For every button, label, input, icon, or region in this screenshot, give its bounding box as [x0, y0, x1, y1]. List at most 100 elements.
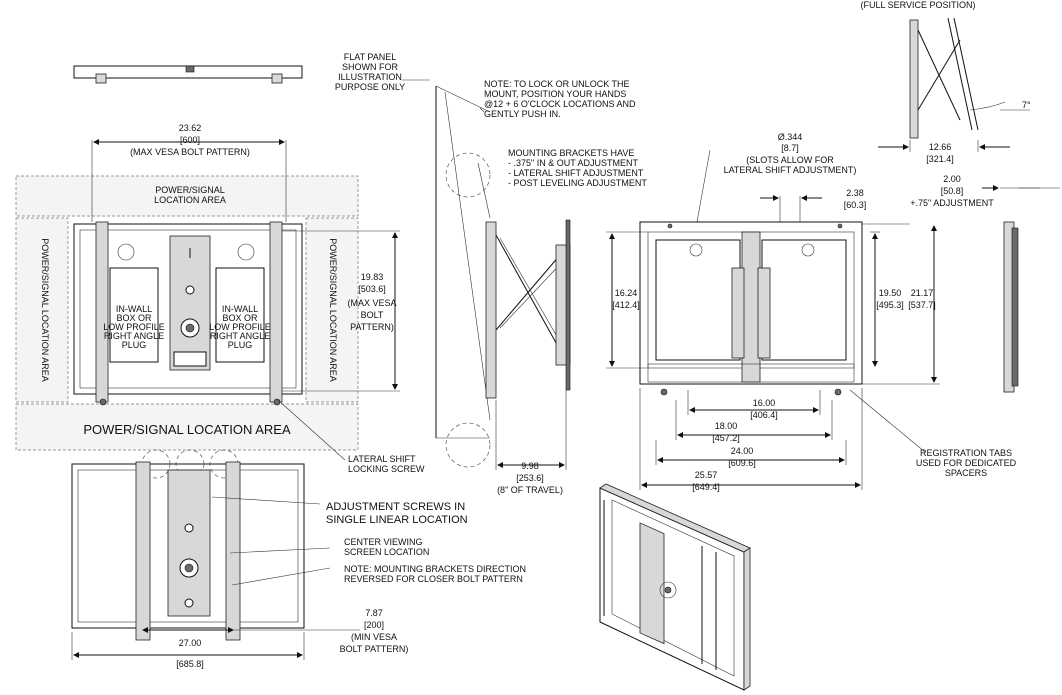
svg-text:IN-WALL: IN-WALL	[222, 304, 258, 314]
dim-24-00-text: 24.00 [609.6]	[728, 446, 756, 468]
front-view-right	[639, 221, 863, 396]
power-right-label: POWER/SIGNAL LOCATION AREA	[328, 238, 338, 382]
svg-text:24.00: 24.00	[731, 446, 754, 456]
svg-text:REGISTRATION TABS: REGISTRATION TABS	[920, 448, 1012, 458]
svg-text:- LATERAL SHIFT ADJUSTMENT: - LATERAL SHIFT ADJUSTMENT	[508, 168, 644, 178]
svg-text:PATTERN): PATTERN)	[350, 322, 394, 332]
svg-text:PLUG: PLUG	[122, 340, 147, 350]
lateral-shift-label: LATERAL SHIFT LOCKING SCREW	[348, 454, 425, 474]
svg-text:[50.8]: [50.8]	[941, 186, 964, 196]
power-zone-right	[305, 217, 359, 403]
svg-text:18.00: 18.00	[715, 421, 738, 431]
svg-text:REVERSED FOR CLOSER BOLT PATTE: REVERSED FOR CLOSER BOLT PATTERN	[344, 574, 523, 584]
power-zone-left	[15, 217, 69, 403]
svg-text:- .375" IN & OUT ADJUSTMENT: - .375" IN & OUT ADJUSTMENT	[508, 158, 639, 168]
power-zone-top	[15, 175, 359, 217]
in-wall-left: IN-WALL BOX OR LOW PROFILE RIGHT ANGLE P…	[103, 304, 165, 350]
dim-7-87-text: 7.87 [200] (MIN VESA BOLT PATTERN)	[340, 608, 409, 654]
svg-text:- POST LEVELING ADJUSTMENT: - POST LEVELING ADJUSTMENT	[508, 178, 647, 188]
svg-text:(SLOTS ALLOW FOR: (SLOTS ALLOW FOR	[746, 155, 834, 165]
dim-25-57-text: 25.57 [649.4]	[692, 470, 720, 492]
dim-16-00-text: 16.00 [406.4]	[750, 398, 778, 420]
dim-9-98	[495, 390, 567, 470]
dim-344-text: Ø.344 [8.7] (SLOTS ALLOW FOR LATERAL SHI…	[724, 132, 857, 175]
isometric-view	[599, 483, 751, 691]
svg-text:SHOWN FOR: SHOWN FOR	[342, 62, 398, 72]
svg-text:16.24: 16.24	[615, 288, 638, 298]
svg-text:ADJUSTMENT SCREWS IN: ADJUSTMENT SCREWS IN	[326, 501, 465, 513]
front-view	[15, 175, 359, 451]
svg-text:MOUNTING BRACKETS HAVE: MOUNTING BRACKETS HAVE	[508, 148, 634, 158]
svg-text:21.17: 21.17	[911, 288, 934, 298]
dim-27-00	[71, 632, 305, 660]
svg-text:[253.6]: [253.6]	[516, 473, 544, 483]
svg-text:BOX OR: BOX OR	[222, 313, 258, 323]
dim-2-00-text: 2.00 [50.8] +.75" ADJUSTMENT	[910, 174, 994, 208]
svg-text:(MIN VESA: (MIN VESA	[351, 632, 397, 642]
full-service-label: (FULL SERVICE POSITION)	[860, 0, 975, 10]
svg-text:+.75" ADJUSTMENT: +.75" ADJUSTMENT	[910, 198, 994, 208]
svg-text:@12 + 6 O'CLOCK LOCATIONS AND: @12 + 6 O'CLOCK LOCATIONS AND	[484, 99, 636, 109]
svg-text:(MAX VESA: (MAX VESA	[347, 298, 396, 308]
dim-12-66-text: 12.66 [321.4]	[926, 142, 954, 164]
svg-text:16.00: 16.00	[753, 398, 776, 408]
svg-text:19.50: 19.50	[879, 288, 902, 298]
svg-text:LATERAL SHIFT: LATERAL SHIFT	[348, 454, 416, 464]
service-position-view	[878, 17, 1030, 152]
adjustment-screws-label: ADJUSTMENT SCREWS IN SINGLE LINEAR LOCAT…	[326, 501, 468, 526]
reversed-note: NOTE: MOUNTING BRACKETS DIRECTION REVERS…	[344, 564, 526, 584]
svg-text:LOCATION AREA: LOCATION AREA	[154, 195, 226, 205]
svg-text:[321.4]: [321.4]	[926, 154, 954, 164]
svg-text:FLAT PANEL: FLAT PANEL	[344, 52, 397, 62]
svg-text:RIGHT ANGLE: RIGHT ANGLE	[210, 331, 270, 341]
svg-text:[60.3]: [60.3]	[844, 200, 867, 210]
dim-27-00-text: 27.00 [685.8]	[176, 638, 204, 669]
dim-19-50-text: 19.50 [495.3]	[876, 288, 904, 310]
flat-panel-note: FLAT PANEL SHOWN FOR ILLUSTRATION PURPOS…	[335, 52, 405, 92]
power-bottom-label: POWER/SIGNAL LOCATION AREA	[83, 422, 291, 437]
svg-text:LOW PROFILE: LOW PROFILE	[209, 322, 271, 332]
svg-text:Ø.344: Ø.344	[778, 132, 803, 142]
svg-text:[600]: [600]	[180, 135, 200, 145]
power-top-label: POWER/SIGNAL LOCATION AREA	[154, 185, 226, 205]
power-left-label: POWER/SIGNAL LOCATION AREA	[40, 238, 50, 382]
dim-21-17-text: 21.17 [537.7]	[908, 288, 936, 310]
dim-2-38-text: 2.38 [60.3]	[844, 188, 867, 210]
svg-text:7.87: 7.87	[365, 608, 383, 618]
power-zone-bottom	[15, 403, 359, 451]
svg-text:(MAX VESA BOLT PATTERN): (MAX VESA BOLT PATTERN)	[130, 147, 250, 157]
right-dims	[606, 149, 940, 490]
svg-text:[685.8]: [685.8]	[176, 659, 204, 669]
svg-text:USED FOR DEDICATED: USED FOR DEDICATED	[916, 458, 1017, 468]
svg-text:[537.7]: [537.7]	[908, 300, 936, 310]
lock-note: NOTE: TO LOCK OR UNLOCK THE MOUNT, POSIT…	[484, 79, 636, 119]
svg-text:9.98: 9.98	[521, 461, 539, 471]
center-viewing-label: CENTER VIEWING SCREEN LOCATION	[344, 537, 429, 557]
svg-text:SINGLE LINEAR LOCATION: SINGLE LINEAR LOCATION	[326, 514, 468, 526]
svg-text:[412.4]: [412.4]	[612, 300, 640, 310]
svg-text:POWER/SIGNAL: POWER/SIGNAL	[155, 185, 225, 195]
svg-text:GENTLY PUSH IN.: GENTLY PUSH IN.	[484, 109, 561, 119]
svg-text:PURPOSE ONLY: PURPOSE ONLY	[335, 82, 405, 92]
dim-19-83-text: 19.83 [503.6] (MAX VESA BOLT PATTERN)	[347, 272, 396, 332]
svg-text:(8" OF TRAVEL): (8" OF TRAVEL)	[497, 485, 563, 495]
dim-19-83	[282, 230, 400, 392]
svg-text:NOTE: TO LOCK OR UNLOCK THE: NOTE: TO LOCK OR UNLOCK THE	[484, 79, 630, 89]
svg-text:NOTE: MOUNTING BRACKETS DIRECT: NOTE: MOUNTING BRACKETS DIRECTION	[344, 564, 526, 574]
dim-9-98-text: 9.98 [253.6] (8" OF TRAVEL)	[497, 461, 563, 495]
svg-text:[495.3]: [495.3]	[876, 300, 904, 310]
svg-text:LOW PROFILE: LOW PROFILE	[103, 322, 165, 332]
far-right-side-view	[982, 185, 1060, 393]
svg-text:19.83: 19.83	[361, 272, 384, 282]
in-wall-right: IN-WALL BOX OR LOW PROFILE RIGHT ANGLE P…	[209, 304, 271, 350]
svg-text:12.66: 12.66	[929, 142, 952, 152]
svg-text:SCREEN LOCATION: SCREEN LOCATION	[344, 547, 429, 557]
dim-16-24-text: 16.24 [412.4]	[612, 288, 640, 310]
svg-text:[609.6]: [609.6]	[728, 458, 756, 468]
svg-text:RIGHT ANGLE: RIGHT ANGLE	[104, 331, 164, 341]
dim-18-00-text: 18.00 [457.2]	[712, 421, 740, 443]
svg-text:[200]: [200]	[364, 620, 384, 630]
svg-text:[457.2]: [457.2]	[712, 433, 740, 443]
